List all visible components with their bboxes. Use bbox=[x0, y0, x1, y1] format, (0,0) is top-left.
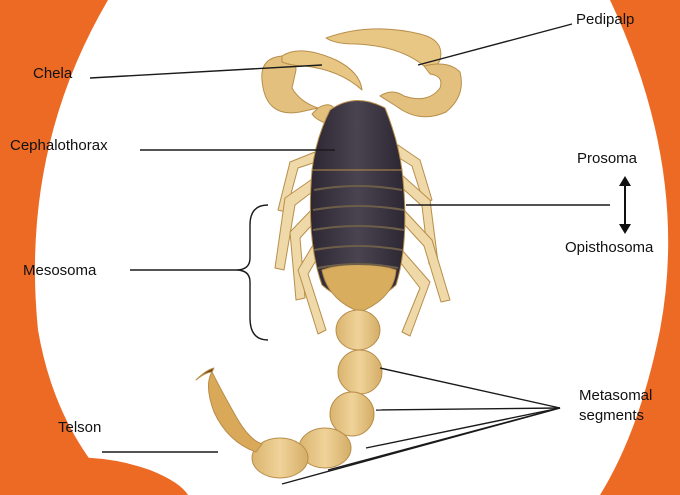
metasoma-segment-3 bbox=[330, 392, 374, 436]
arrow-icon bbox=[619, 176, 631, 234]
telson-shape bbox=[208, 372, 262, 452]
label-prosoma: Prosoma bbox=[577, 150, 638, 167]
label-pedipalp: Pedipalp bbox=[576, 11, 634, 28]
scorpion-illustration bbox=[196, 29, 461, 478]
metasomal-line-2 bbox=[376, 408, 560, 410]
label-cephalothorax: Cephalothorax bbox=[10, 137, 108, 154]
label-chela: Chela bbox=[33, 65, 73, 82]
metasomal-line-3 bbox=[366, 408, 560, 448]
mesosoma-bracket bbox=[236, 205, 268, 340]
label-metasomal-line2: segments bbox=[579, 407, 644, 424]
metasomal-line-1 bbox=[380, 368, 560, 408]
metasoma-segment-1 bbox=[336, 310, 380, 350]
right-pedipalp-arm bbox=[380, 64, 461, 117]
right-pedipalp bbox=[326, 29, 441, 67]
label-metasomal-line1: Metasomal bbox=[579, 387, 652, 404]
right-leg-4 bbox=[400, 250, 430, 336]
pedipalp-line bbox=[418, 24, 572, 65]
label-opisthosoma: Opisthosoma bbox=[565, 239, 654, 256]
label-mesosoma: Mesosoma bbox=[23, 262, 97, 279]
orange-blob-bottom-left bbox=[0, 458, 188, 495]
mesosoma-rear-plate bbox=[322, 264, 396, 312]
label-telson: Telson bbox=[58, 419, 101, 436]
metasoma-segment-2 bbox=[338, 350, 382, 394]
